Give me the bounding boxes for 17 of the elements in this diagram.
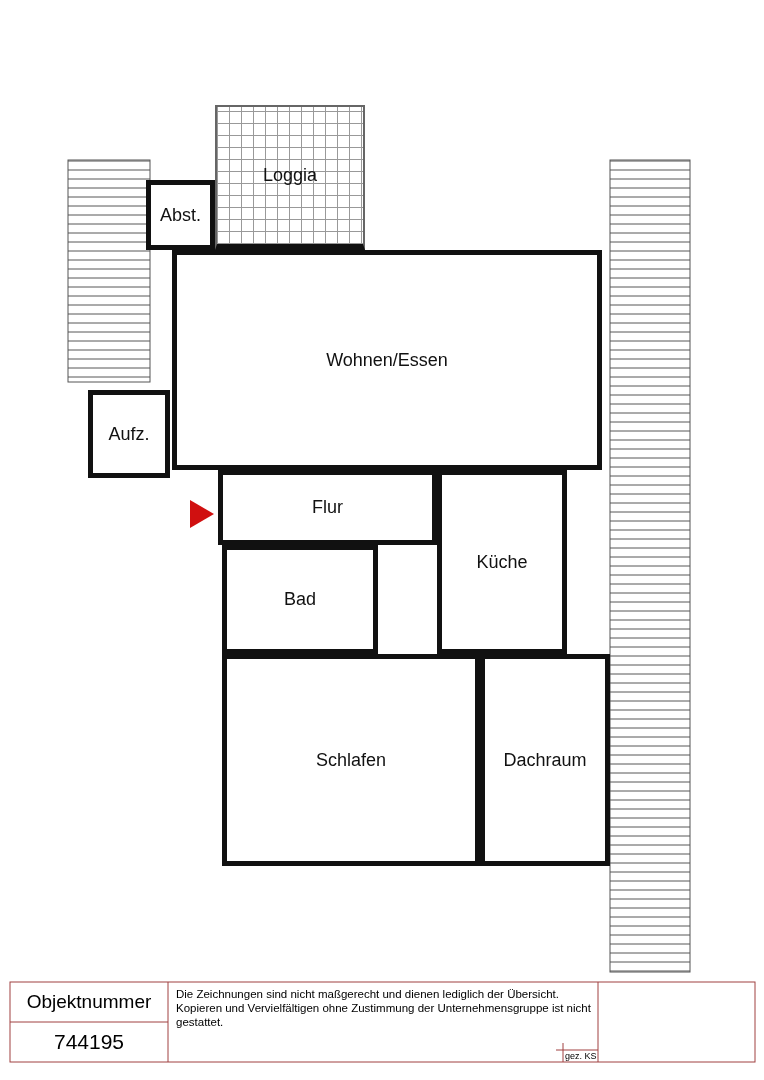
object-number: 744195 <box>52 1029 126 1056</box>
room-label: Dachraum <box>503 749 587 771</box>
room-label: Wohnen/Essen <box>326 349 448 371</box>
room-label: Flur <box>312 497 343 518</box>
storage-room <box>146 180 215 250</box>
room-label: Abst. <box>160 204 201 226</box>
room-label: Bad <box>284 589 316 610</box>
elevator-shaft <box>88 390 170 478</box>
room-label: Schlafen <box>315 749 387 771</box>
disclaimer-note: Die Zeichnungen sind nicht maßgerecht und dienen lediglich der Übersicht. Kopieren und Vervielfältigen ohne Zustimmung der Unternehmensgruppe ist nicht gestattet. <box>176 988 592 1030</box>
drawn-by-note: gez. KS <box>565 1051 597 1062</box>
living-dining-room <box>172 250 602 470</box>
room-label: Aufz. <box>108 423 150 445</box>
room-label: Küche <box>476 551 528 573</box>
field-label: Objektnummer <box>25 989 153 1014</box>
room-label: Loggia <box>262 165 318 186</box>
loggia <box>215 105 365 250</box>
